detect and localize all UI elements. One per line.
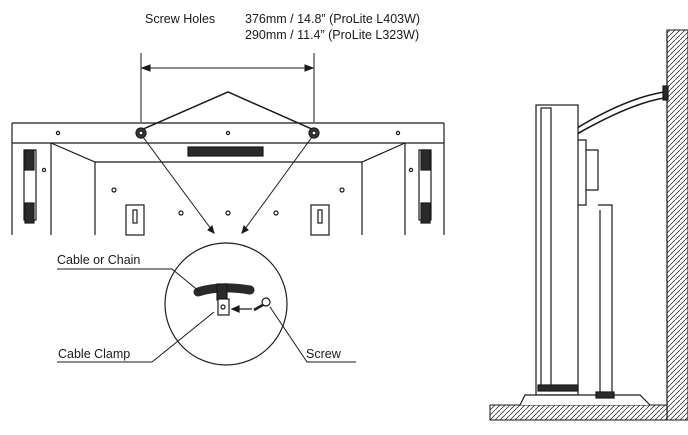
screw-hole-spec-l323w: 290mm / 11.4” (ProLite L323W)	[245, 28, 420, 42]
wall-and-floor	[489, 29, 688, 421]
monitor-rear-view	[11, 91, 445, 236]
magnify-guide-lines	[142, 136, 313, 234]
monitor-side-view	[519, 104, 651, 406]
screw-hole-spec-l403w: 376mm / 14.8” (ProLite L403W)	[245, 12, 421, 26]
wall-hook-and-cable	[576, 85, 669, 135]
screw-label: Screw	[306, 347, 341, 361]
cable-clamp-label: Cable Clamp	[58, 347, 131, 361]
screw-holes-title: Screw Holes	[145, 12, 216, 26]
screw-hole-dimension	[140, 53, 315, 122]
callout-leaders	[57, 268, 356, 363]
cable-or-chain-label: Cable or Chain	[57, 253, 141, 267]
clamp-detail-circle	[164, 242, 288, 366]
